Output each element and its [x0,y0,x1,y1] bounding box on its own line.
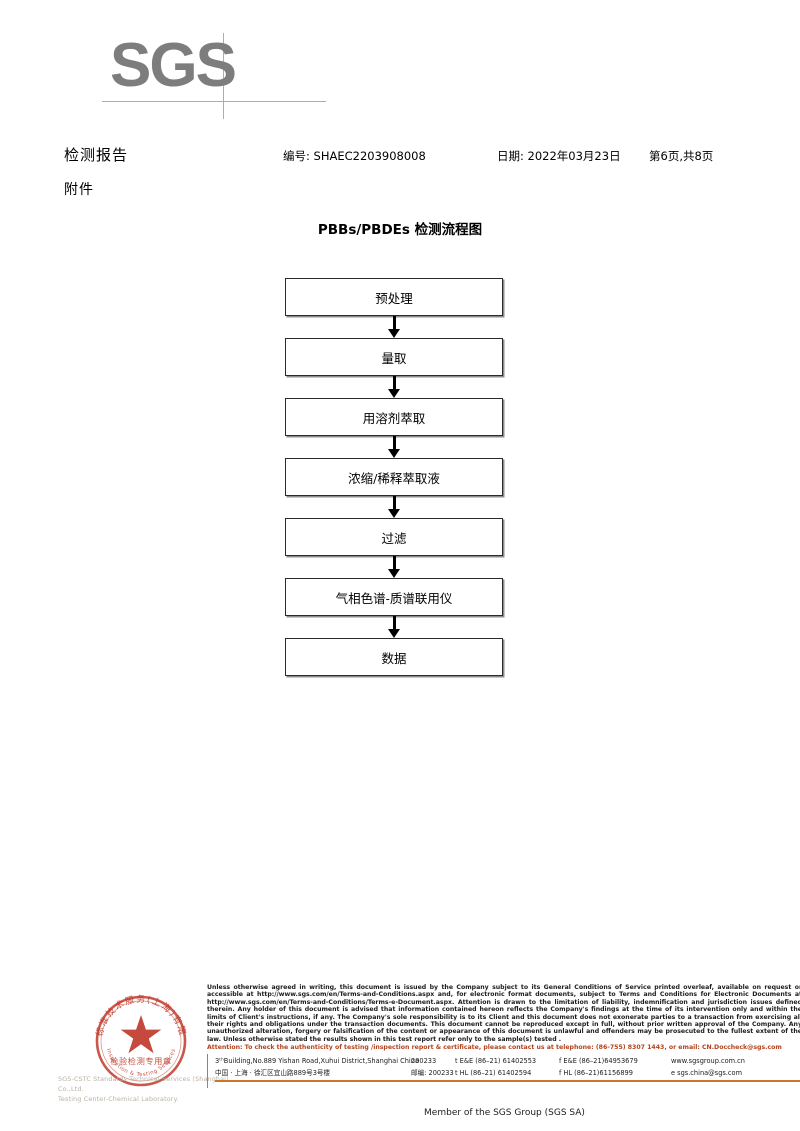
flowchart-title: PBBs/PBDEs 检测流程图 [317,222,483,238]
postal-code-en: 200233 [411,1056,437,1065]
flow-step-3: 用溶剂萃取 [285,398,503,436]
flow-arrow-6 [285,616,503,638]
arrow-shaft [392,436,396,451]
flow-arrow-2 [285,376,503,398]
sgs-logo: SGS [102,31,370,119]
arrow-shaft [392,556,396,571]
seal-caption: SGS-CSTC Standards Technical Services (S… [58,1075,248,1105]
flow-box-label: 量取 [285,338,503,376]
flow-step-5: 过滤 [285,518,503,556]
document-footer: Unless otherwise agreed in writing, this… [207,984,800,1088]
report-date: 日期: 2022年03月23日 [497,149,621,163]
logo-wordmark: SGS [110,31,237,100]
arrow-shaft [392,376,396,391]
flow-box-label: 用溶剂萃取 [285,398,503,436]
address-cn: 中国 · 上海 · 徐汇区宜山路889号3号楼 [215,1068,331,1077]
telephone-hl: t HL (86–21) 61402594 [455,1068,532,1077]
fax-en: f E&E (86–21)64953679 [559,1056,638,1065]
flow-box-label: 数据 [285,638,503,676]
arrow-shaft [392,616,396,631]
website-link[interactable]: www.sgsgroup.com.cn [671,1056,745,1065]
email-link[interactable]: e sgs.china@sgs.com [671,1068,742,1077]
seal-caption-line2: Testing Center-Chemical Laboratory. [58,1096,179,1103]
fax-hl: f HL (86–21)61156899 [559,1068,633,1077]
flow-arrow-5 [285,556,503,578]
seal-graphic: 中国标准技术服务(上海)有限公司 Inspection & Testing Se… [88,988,186,1087]
address-block: 3ᵗʰBuilding,No.889 Yishan Road,Xuhui Dis… [207,1053,800,1088]
flow-step-4: 浓缩/稀释萃取液 [285,458,503,496]
arrow-head-icon [388,629,400,638]
flow-step-7: 数据 [285,638,503,676]
arrow-shaft [392,316,396,331]
postal-code-cn: 邮编: 200233 [411,1068,454,1077]
flow-box-label: 预处理 [285,278,503,316]
arrow-head-icon [388,389,400,398]
page-subtitle: 附件 [64,182,94,198]
flow-box-label: 过滤 [285,518,503,556]
address-row: 3ᵗʰBuilding,No.889 Yishan Road,Xuhui Dis… [215,1055,800,1067]
star-icon [120,1015,162,1054]
flow-box-label: 气相色谱-质谱联用仪 [285,578,503,616]
telephone-en: t E&E (86–21) 61402553 [455,1056,537,1065]
flow-box-label: 浓缩/稀释萃取液 [285,458,503,496]
arrow-head-icon [388,329,400,338]
document-header: 检测报告 附件 编号: SHAEC2203908008 日期: 2022年03月… [0,140,800,210]
svg-text:检验检测专用章: 检验检测专用章 [110,1056,172,1066]
flow-arrow-1 [285,316,503,338]
flowchart: 预处理 量取 用溶剂萃取 浓缩/稀释萃取液 过滤 气相色谱-质谱联用仪 数据 [285,278,503,676]
logo-vertical-rule [223,33,224,119]
legal-terms-text: Unless otherwise agreed in writing, this… [207,984,800,1043]
flow-step-6: 气相色谱-质谱联用仪 [285,578,503,616]
arrow-head-icon [388,509,400,518]
flow-step-2: 量取 [285,338,503,376]
footer-rule [215,1079,800,1082]
company-seal-stamp: 中国标准技术服务(上海)有限公司 Inspection & Testing Se… [88,988,194,1094]
address-en: 3ᵗʰBuilding,No.889 Yishan Road,Xuhui Dis… [215,1056,419,1065]
member-statement: Member of the SGS Group (SGS SA) [424,1108,585,1118]
arrow-shaft [392,496,396,511]
arrow-head-icon [388,449,400,458]
attention-notice: Attention: To check the authenticity of … [207,1044,782,1052]
address-accent-bar [207,1053,208,1088]
flow-arrow-3 [285,436,503,458]
flow-arrow-4 [285,496,503,518]
address-row: 中国 · 上海 · 徐汇区宜山路889号3号楼 邮编: 200233 t HL … [215,1067,800,1079]
report-number: 编号: SHAEC2203908008 [283,149,426,163]
logo-horizontal-rule [102,101,326,102]
page-title: 检测报告 [64,146,129,164]
arrow-head-icon [388,569,400,578]
flow-step-1: 预处理 [285,278,503,316]
seal-caption-line1: SGS-CSTC Standards Technical Services (S… [58,1076,229,1093]
page-indicator: 第6页,共8页 [649,149,714,163]
